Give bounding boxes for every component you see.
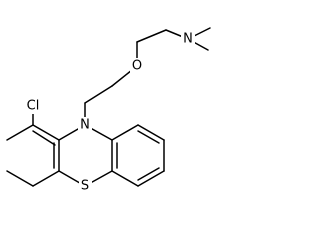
atom-label-n-dimethyl: N xyxy=(183,32,193,47)
bond-left-ring-2 xyxy=(32,170,60,187)
atom-label-o-ether: O xyxy=(132,59,142,74)
atom-label-cl: Cl xyxy=(27,99,40,114)
bond-right-ring-2 xyxy=(111,124,139,141)
bond-left-ring-4 xyxy=(32,124,60,141)
bond-right-ring-5-double xyxy=(137,167,160,181)
bond-left-ring-4-double xyxy=(32,130,56,146)
bond-right-ring-3-double xyxy=(137,130,160,144)
atom-n-dimethyl: N xyxy=(181,31,195,47)
bond-right-ring-5 xyxy=(137,170,165,187)
atom-n-ring: N xyxy=(78,117,92,133)
bond-right-ring-6 xyxy=(111,170,139,187)
atom-cl: Cl xyxy=(22,98,44,114)
bond-left-ring-3 xyxy=(6,170,34,187)
atom-s-ring: S xyxy=(79,178,92,194)
structure-svg: N O N Cl S xyxy=(6,27,211,194)
bond-ch2-ch2-upper xyxy=(136,29,167,43)
atom-label-n-ring: N xyxy=(80,118,90,133)
atom-label-s-ring: S xyxy=(81,179,89,194)
bond-right-ring-3 xyxy=(137,124,165,141)
bond-ch2-ch2-lower xyxy=(84,85,113,104)
bond-left-ring-5 xyxy=(6,124,34,141)
molecule-diagram: N O N Cl S xyxy=(6,27,211,194)
atom-labels: N O N Cl S xyxy=(22,31,195,194)
atom-o-ether: O xyxy=(130,58,144,74)
